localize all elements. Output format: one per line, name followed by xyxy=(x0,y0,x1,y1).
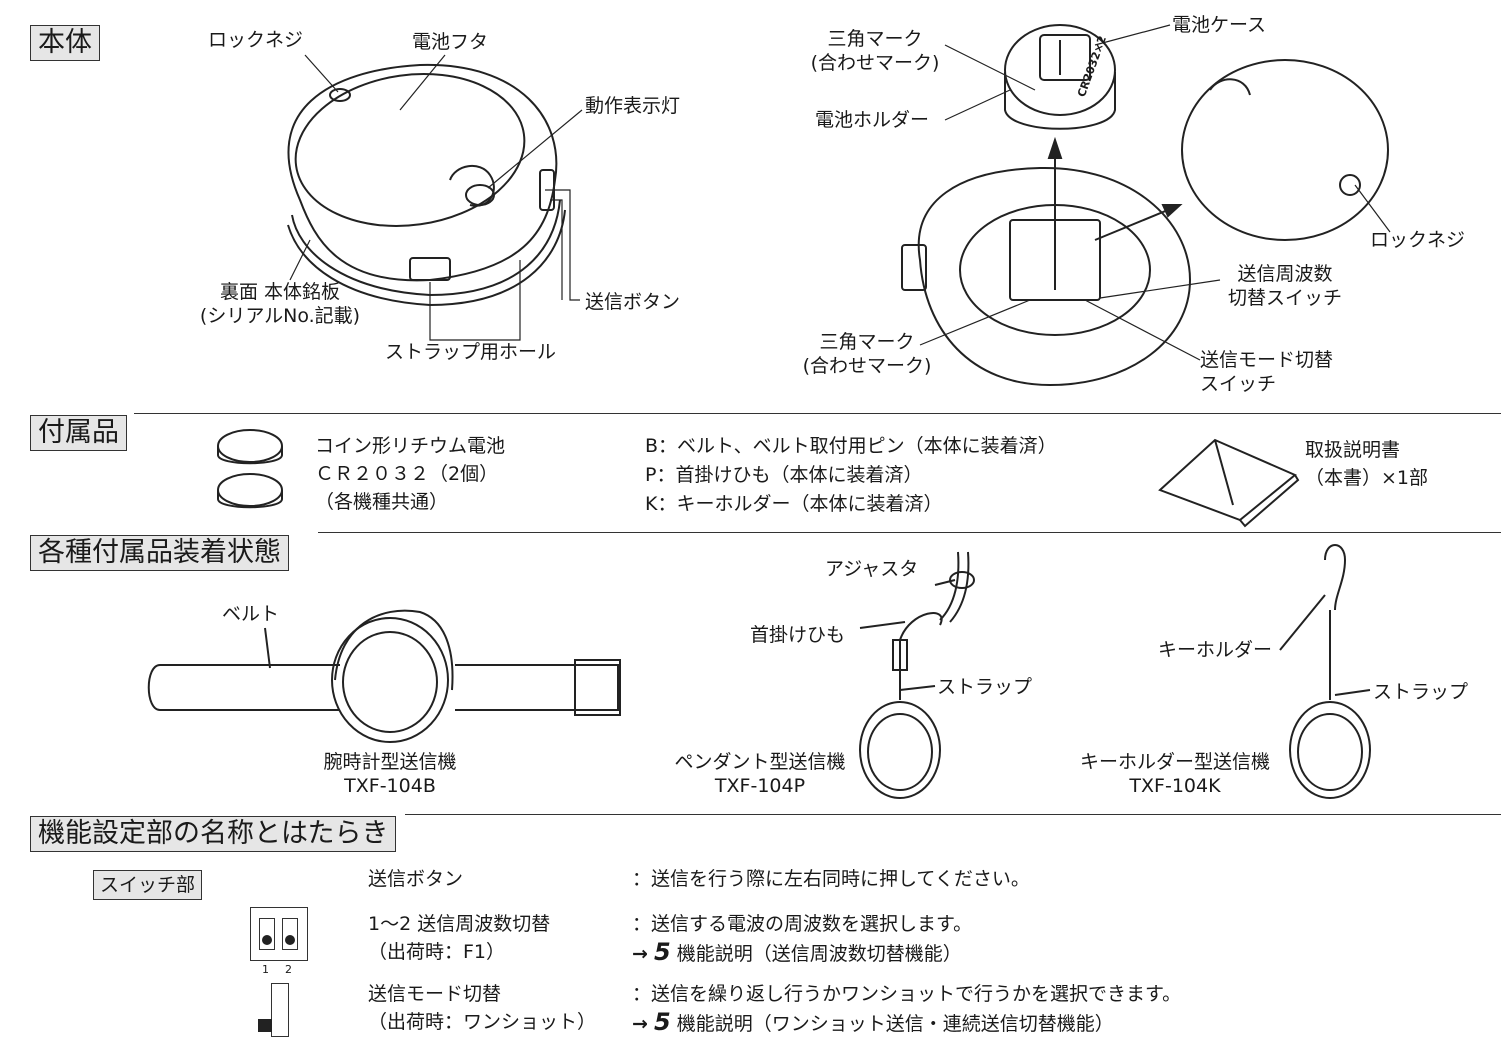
label-indicator-lamp: 動作表示灯 xyxy=(585,95,681,117)
func-row-1-desc: ：送信を行う際に左右同時に押してください。 xyxy=(632,868,1030,890)
label-triangle-mark-top: 三角マーク (合わせマーク) xyxy=(800,27,950,75)
keyholder-type-illustration xyxy=(1279,544,1371,799)
accessory-battery-line1: コイン形リチウム電池 xyxy=(315,435,506,457)
func-row-2-name: 1～2 送信周波数切替 （出荷時：F1） xyxy=(368,910,550,966)
label-belt: ベルト xyxy=(222,603,280,625)
section-header-attachment-states: 各種付属品装着状態 xyxy=(30,535,289,571)
accessory-item-b: B：ベルト、ベルト取付用ピン（本体に装着済） xyxy=(645,435,1057,457)
transmitter-body-illustration xyxy=(287,63,566,307)
section-header-function-settings: 機能設定部の名称とはたらき xyxy=(30,816,397,852)
dip-switch-1-knob xyxy=(262,935,272,945)
wrist-type-caption: 腕時計型送信機 TXF-104B xyxy=(290,750,490,798)
label-freq-switch-line2: 切替スイッチ xyxy=(1227,287,1342,309)
keyholder-type-model: TXF-104K xyxy=(1129,775,1221,797)
accessory-manual-line2: （本書）×1部 xyxy=(1305,467,1429,489)
section-header-main-body: 本体 xyxy=(30,25,100,61)
accessory-manual: 取扱説明書 （本書）×1部 xyxy=(1305,436,1428,492)
section-rule-attachment xyxy=(318,532,1501,533)
accessory-items-list: B：ベルト、ベルト取付用ピン（本体に装着済） P：首掛けひも（本体に装着済） K… xyxy=(645,432,1057,519)
dip-switch xyxy=(250,907,308,961)
func-row-3-ref: → 5 機能説明（ワンショット送信・連続送信切替機能） xyxy=(632,1008,1181,1038)
label-freq-switch-line1: 送信周波数 xyxy=(1237,263,1333,285)
section-rule-function xyxy=(405,814,1501,815)
accessory-coin-battery: コイン形リチウム電池 ＣＲ２０３２（2個） （各機種共通） xyxy=(315,432,505,516)
label-mode-switch: 送信モード切替 スイッチ xyxy=(1200,348,1333,396)
accessory-battery-line3: （各機種共通） xyxy=(315,491,449,513)
label-nameplate-line1: 裏面 本体銘板 xyxy=(219,281,341,303)
switch-number-1: 1 xyxy=(262,963,269,976)
coin-battery-illustration xyxy=(217,429,283,509)
label-lock-screw: ロックネジ xyxy=(208,29,304,51)
dip-switch-1-slot xyxy=(259,918,275,950)
label-neck-strap: 首掛けひも xyxy=(750,624,846,646)
dip-switch-2-slot xyxy=(282,918,298,950)
label-triangle-mark-bottom: 三角マーク (合わせマーク) xyxy=(792,330,942,378)
label-adjuster: アジャスタ xyxy=(825,558,919,580)
func-row-3-arrow: → xyxy=(632,1013,648,1035)
label-keyholder: キーホルダー xyxy=(1158,639,1273,661)
func-row-2-arrow: → xyxy=(632,943,648,965)
accessory-item-p: P：首掛けひも（本体に装着済） xyxy=(645,464,923,486)
pendant-type-caption: ペンダント型送信機 TXF-104P xyxy=(650,750,870,798)
pendant-type-name: ペンダント型送信機 xyxy=(674,751,846,773)
mode-switch-knob xyxy=(258,1019,272,1032)
label-battery-case: 電池ケース xyxy=(1172,14,1267,36)
label-send-button: 送信ボタン xyxy=(585,291,681,313)
manual-booklet-illustration xyxy=(1158,438,1300,528)
func-row-2-desc: ：送信する電波の周波数を選択します。 → 5 機能説明（送信周波数切替機能） xyxy=(632,910,972,968)
label-strap-pendant: ストラップ xyxy=(937,676,1033,698)
wrist-type-model: TXF-104B xyxy=(344,775,436,797)
func-row-2-desc-line1: ：送信する電波の周波数を選択します。 xyxy=(632,913,973,935)
wrist-type-illustration xyxy=(147,609,621,743)
label-nameplate-line2: (シリアルNo.記載) xyxy=(199,305,361,327)
func-row-3-desc: ：送信を繰り返し行うかワンショットで行うかを選択できます。 → 5 機能説明（ワ… xyxy=(632,980,1181,1038)
func-row-3-ref-text: 機能説明（ワンショット送信・連続送信切替機能） xyxy=(676,1013,1114,1035)
label-triangle-mark-bottom-line2: (合わせマーク) xyxy=(802,355,932,377)
accessory-battery-line2: ＣＲ２０３２（2個） xyxy=(315,463,499,485)
mode-switch xyxy=(271,983,289,1037)
func-row-3-name-line2: （出荷時：ワンショット） xyxy=(368,1011,597,1033)
label-battery-cover: 電池フタ xyxy=(412,31,489,53)
func-row-2-name-line1: 1～2 送信周波数切替 xyxy=(368,913,551,935)
label-triangle-mark-top-line2: (合わせマーク) xyxy=(810,52,940,74)
dip-switch-2-knob xyxy=(285,935,295,945)
keyholder-type-name: キーホルダー型送信機 xyxy=(1079,751,1270,773)
leader-lines xyxy=(289,24,1391,361)
open-base-illustration xyxy=(901,136,1192,387)
label-lock-screw-right: ロックネジ xyxy=(1370,229,1466,251)
label-triangle-mark-bottom-line1: 三角マーク xyxy=(819,331,915,353)
pendant-type-illustration xyxy=(859,551,975,799)
battery-holder-illustration xyxy=(1004,24,1116,130)
label-mode-switch-line2: スイッチ xyxy=(1200,373,1277,395)
label-strap-key: ストラップ xyxy=(1373,681,1469,703)
label-nameplate: 裏面 本体銘板 (シリアルNo.記載) xyxy=(180,280,380,328)
func-row-2-ref-num: 5 xyxy=(653,938,671,966)
label-strap-hole: ストラップ用ホール xyxy=(385,341,557,363)
battery-cover-illustration xyxy=(1181,59,1389,241)
func-row-2-name-line2: （出荷時：F1） xyxy=(368,941,506,963)
section-header-accessories: 付属品 xyxy=(30,415,127,451)
switch-section-label: スイッチ部 xyxy=(93,870,203,900)
label-mode-switch-line1: 送信モード切替 xyxy=(1200,349,1334,371)
func-row-2-ref: → 5 機能説明（送信周波数切替機能） xyxy=(632,938,972,968)
keyholder-type-caption: キーホルダー型送信機 TXF-104K xyxy=(1060,750,1290,798)
accessory-manual-line1: 取扱説明書 xyxy=(1305,439,1401,461)
section-rule-accessories xyxy=(134,413,1501,414)
label-battery-holder: 電池ホルダー xyxy=(815,109,930,131)
accessory-item-k: K：キーホルダー（本体に装着済） xyxy=(645,493,943,515)
func-row-3-desc-line1: ：送信を繰り返し行うかワンショットで行うかを選択できます。 xyxy=(632,983,1182,1005)
label-triangle-mark-top-line1: 三角マーク xyxy=(827,28,923,50)
func-row-3-name: 送信モード切替 （出荷時：ワンショット） xyxy=(368,980,596,1036)
func-row-1-name: 送信ボタン xyxy=(368,868,464,890)
label-freq-switch: 送信周波数 切替スイッチ xyxy=(1215,262,1355,310)
wrist-type-name: 腕時計型送信機 xyxy=(323,751,457,773)
pendant-type-model: TXF-104P xyxy=(714,775,806,797)
func-row-3-name-line1: 送信モード切替 xyxy=(368,983,502,1005)
switch-number-2: 2 xyxy=(285,963,292,976)
func-row-3-ref-num: 5 xyxy=(653,1008,671,1036)
func-row-2-ref-text: 機能説明（送信周波数切替機能） xyxy=(676,943,962,965)
